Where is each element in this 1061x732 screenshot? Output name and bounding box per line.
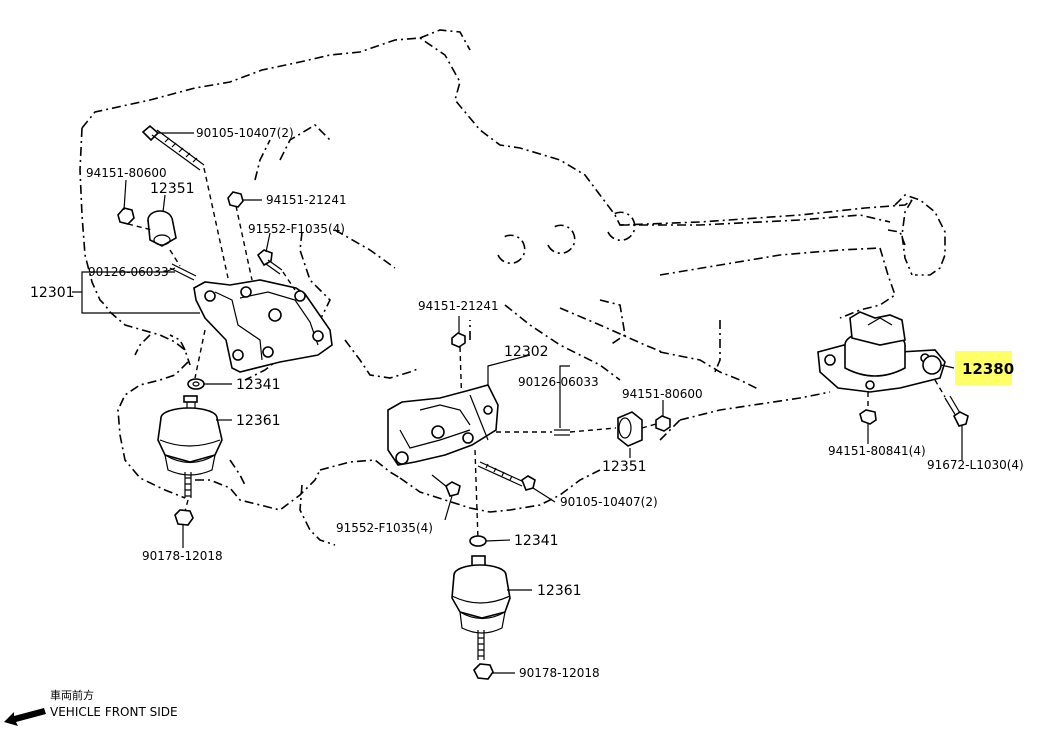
- engine-outline: [79, 29, 946, 546]
- label-stud-left[interactable]: 90126-06033: [88, 265, 169, 279]
- part-labels: 90105-10407(2) 94151-80600 12351 94151-2…: [30, 126, 1024, 680]
- front-arrow-icon: [4, 708, 46, 726]
- leader-lines: [72, 132, 963, 674]
- rear-mount-drawing: [817, 311, 969, 427]
- label-bracket-left[interactable]: 12301: [30, 285, 75, 301]
- highlight-box: [955, 351, 1012, 385]
- direction-english: VEHICLE FRONT SIDE: [50, 705, 178, 719]
- direction-japanese: 車両前方: [50, 688, 94, 702]
- label-bolt-rear[interactable]: 91672-L1030(4): [927, 458, 1024, 472]
- label-stud-center[interactable]: 90126-06033: [518, 375, 599, 389]
- label-nut-upper-left[interactable]: 94151-80600: [86, 166, 167, 180]
- center-bracket-drawing: [387, 332, 671, 680]
- label-mount-left[interactable]: 12361: [236, 413, 281, 429]
- label-bolt-upper-mid[interactable]: 91552-F1035(4): [248, 222, 345, 236]
- label-bracket-center[interactable]: 12302: [504, 344, 549, 360]
- label-nut-center[interactable]: 94151-80600: [622, 387, 703, 401]
- label-bolt-center[interactable]: 90105-10407(2): [560, 495, 658, 509]
- label-nut-upper-mid[interactable]: 94151-21241: [266, 193, 347, 207]
- label-washer-left[interactable]: 12341: [236, 377, 281, 393]
- front-direction-indicator: 車両前方 VEHICLE FRONT SIDE: [4, 688, 178, 726]
- label-bolt-upper-left[interactable]: 90105-10407(2): [196, 126, 294, 140]
- left-bracket-drawing: [117, 124, 333, 526]
- label-nut-rear[interactable]: 94151-80841(4): [828, 444, 926, 458]
- label-mount-center[interactable]: 12361: [537, 583, 582, 599]
- label-bolt-center-left[interactable]: 91552-F1035(4): [336, 521, 433, 535]
- label-nut-lower-left[interactable]: 90178-12018: [142, 549, 223, 563]
- label-insulator-center[interactable]: 12351: [602, 459, 647, 475]
- label-rear-mount[interactable]: 12380: [962, 360, 1014, 378]
- label-nut-center-top[interactable]: 94151-21241: [418, 299, 499, 313]
- label-washer-center[interactable]: 12341: [514, 533, 559, 549]
- label-nut-lower-center[interactable]: 90178-12018: [519, 666, 600, 680]
- label-insulator-upper-left[interactable]: 12351: [150, 181, 195, 197]
